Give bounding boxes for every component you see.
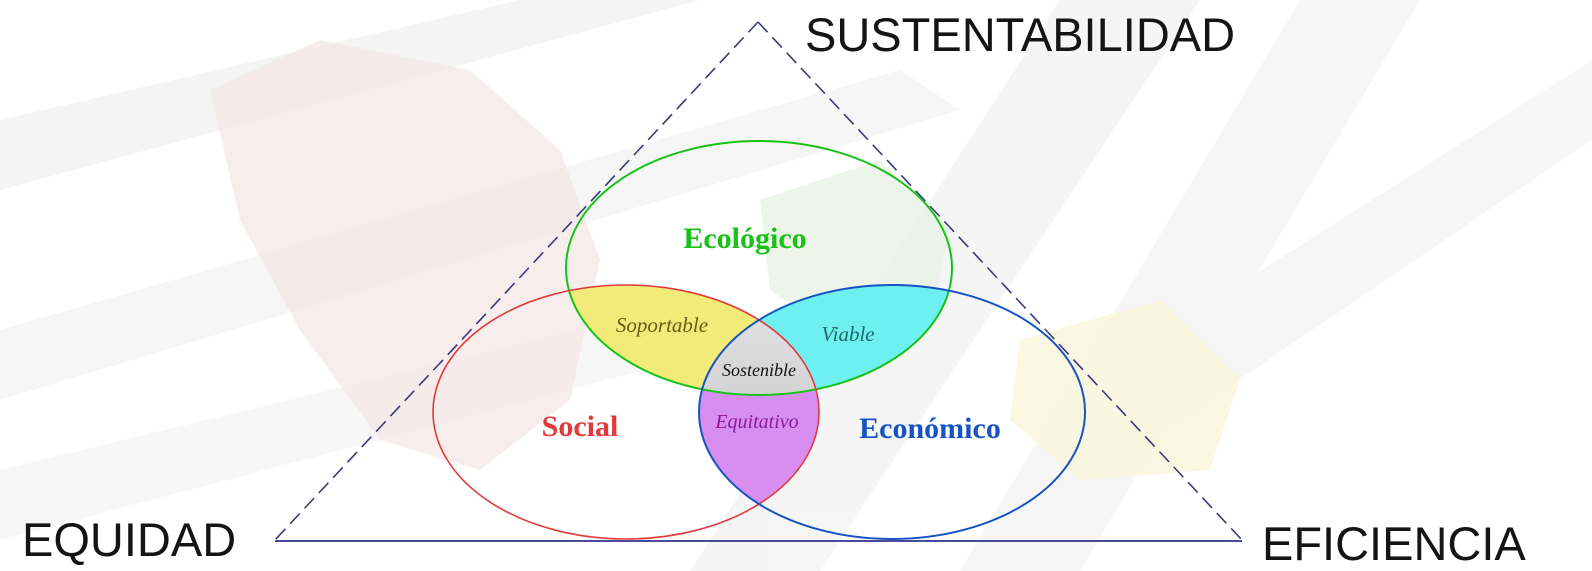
ecological-label: Ecológico (683, 222, 806, 255)
triangle-right-edge (757, 21, 1243, 541)
viable-label: Viable (821, 322, 874, 346)
sostenible-label: Sostenible (722, 360, 796, 380)
eficiencia-label: EFICIENCIA (1262, 517, 1526, 570)
social-label: Social (542, 410, 619, 443)
equitativo-label: Equitativo (714, 411, 798, 433)
equidad-label: EQUIDAD (22, 513, 236, 566)
ecological-circle (565, 140, 953, 396)
soportable-label: Soportable (616, 313, 708, 337)
sustentabilidad-label: SUSTENTABILIDAD (805, 8, 1235, 61)
economic-circle (698, 284, 1086, 540)
economic-label: Económico (859, 412, 1001, 445)
social-circle (432, 284, 820, 540)
triangle-left-edge (274, 21, 759, 541)
